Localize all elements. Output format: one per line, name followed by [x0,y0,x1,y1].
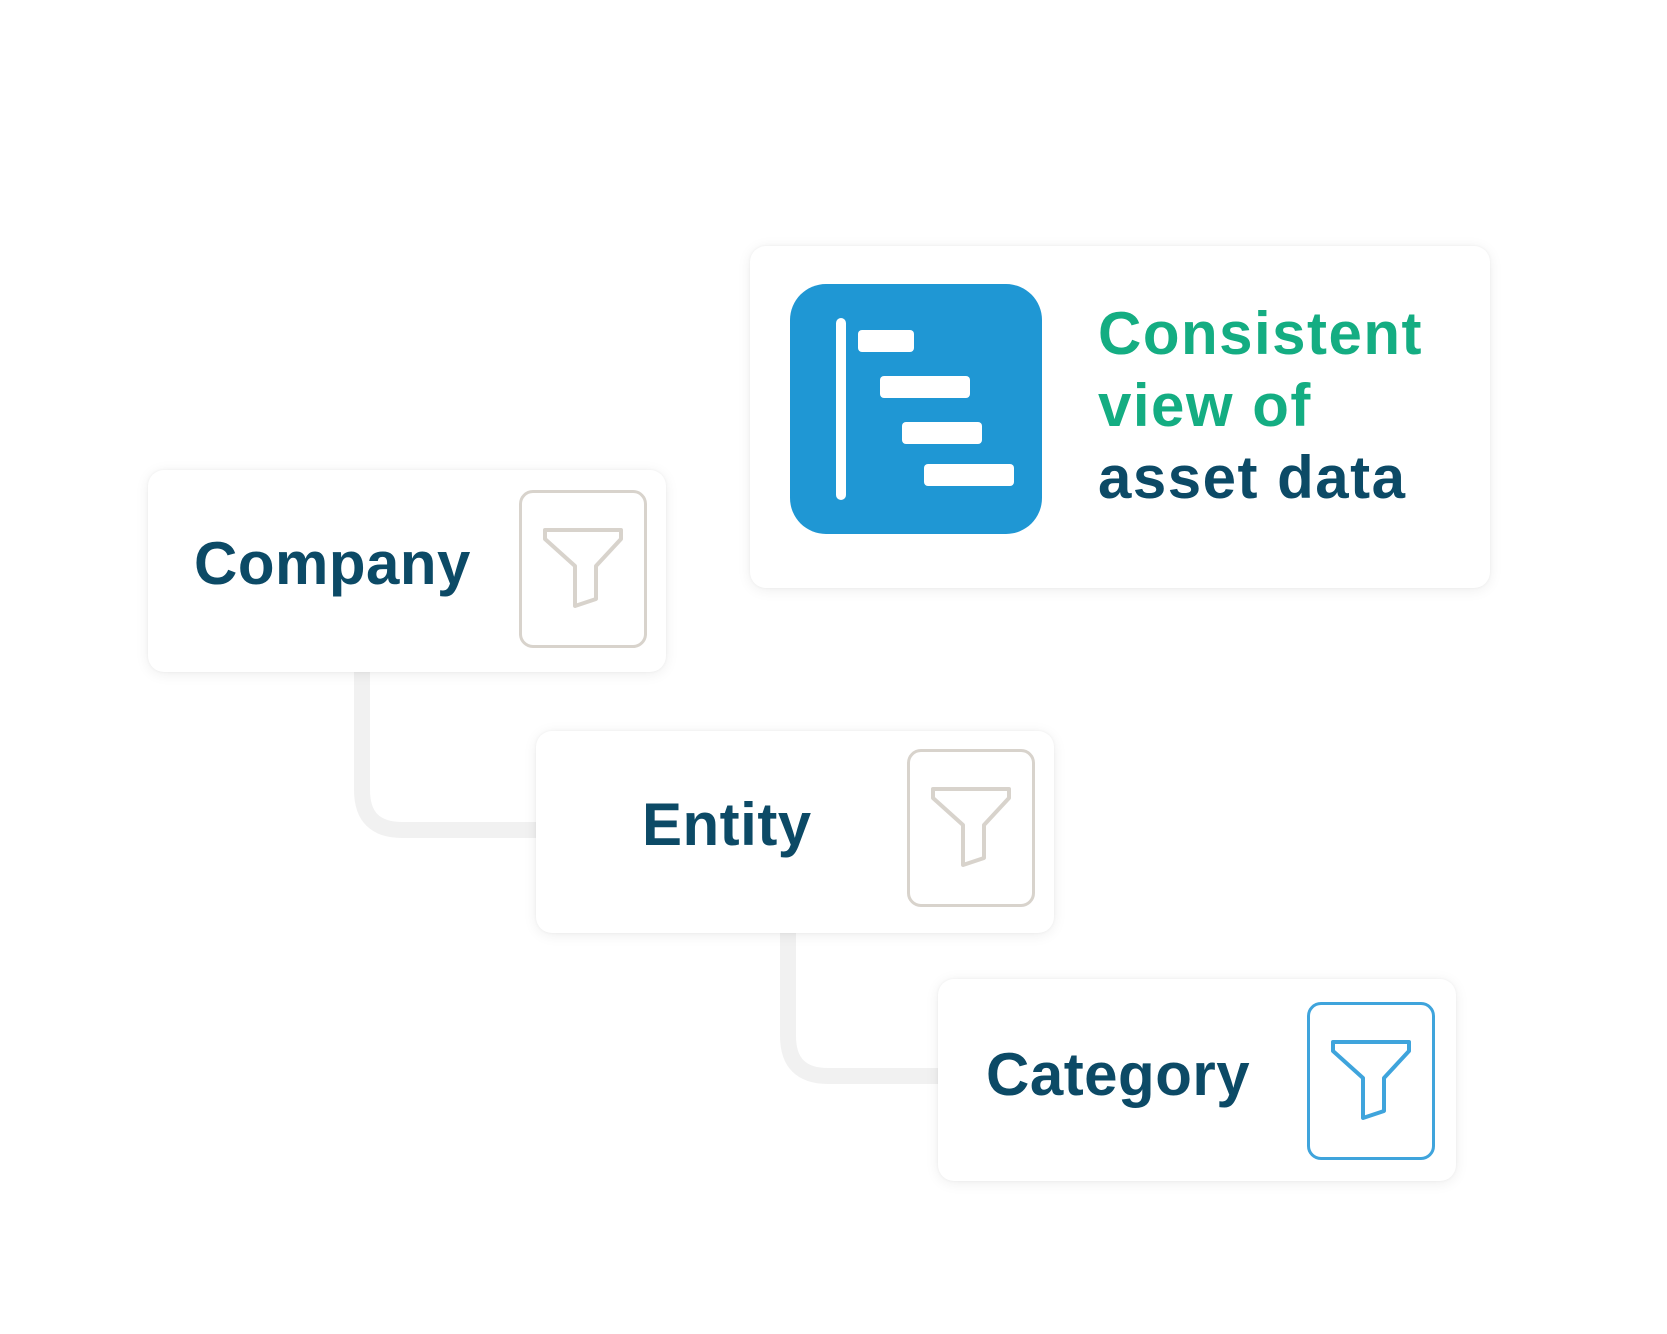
category-filter-button[interactable] [1307,1002,1435,1160]
hierarchy-list-icon [790,284,1042,534]
company-label: Company [194,530,471,597]
company-filter-button[interactable] [519,490,647,648]
category-label: Category [986,1041,1251,1108]
entity-filter-card: Entity [536,731,1054,933]
connector-company-entity [354,664,548,838]
feature-card: Consistent view of asset data [750,246,1490,588]
feature-headline-line-3: asset data [1098,444,1407,511]
connector-entity-category [780,924,950,1084]
feature-headline-line-2: view of [1098,372,1312,439]
entity-filter-button[interactable] [907,749,1035,907]
entity-label: Entity [642,791,812,858]
filter-funnel-icon [543,528,623,608]
company-filter-card: Company [148,470,666,672]
feature-headline: Consistent view of asset data [1098,298,1423,514]
filter-funnel-icon [1331,1040,1411,1120]
filter-funnel-icon [931,787,1011,867]
category-filter-card: Category [938,979,1456,1181]
feature-headline-line-1: Consistent [1098,300,1424,367]
